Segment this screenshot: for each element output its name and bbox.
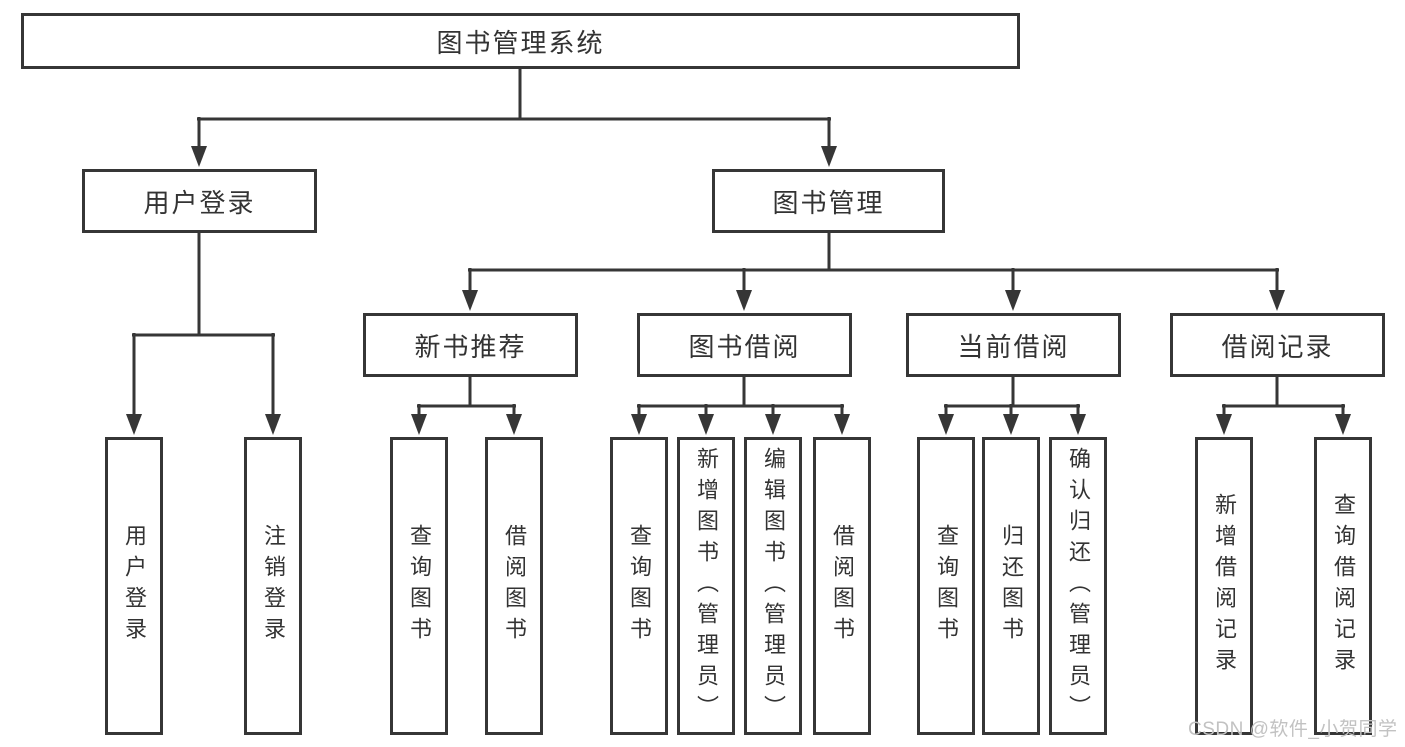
node-user-login: 用户登录 bbox=[82, 169, 317, 233]
node-label: 用户登录 bbox=[143, 187, 256, 218]
node-label: 确认归还（管理员） bbox=[1066, 446, 1091, 726]
leaf-user-login: 用户登录 bbox=[105, 437, 163, 735]
arrowhead-icon bbox=[411, 414, 427, 435]
arrowhead-icon bbox=[1070, 414, 1086, 435]
leaf-add-borrow-record: 新增借阅记录 bbox=[1195, 437, 1253, 735]
node-label: 新增借阅记录 bbox=[1212, 493, 1237, 679]
node-label: 归还图书 bbox=[999, 524, 1024, 648]
node-label: 查询图书 bbox=[934, 524, 959, 648]
leaf-return-books: 归还图书 bbox=[982, 437, 1040, 735]
node-root-library-system: 图书管理系统 bbox=[21, 13, 1020, 69]
leaf-query-books-current: 查询图书 bbox=[917, 437, 975, 735]
connector-root-branch bbox=[197, 69, 831, 150]
node-label: 图书管理 bbox=[772, 187, 885, 218]
leaf-edit-books-admin: 编辑图书（管理员） bbox=[744, 437, 802, 735]
arrowhead-icon bbox=[736, 290, 752, 311]
node-label: 借阅图书 bbox=[502, 524, 527, 648]
node-label: 注销登录 bbox=[261, 524, 286, 648]
leaf-query-borrow-record: 查询借阅记录 bbox=[1314, 437, 1372, 735]
node-book-management: 图书管理 bbox=[712, 169, 945, 233]
node-label: 查询图书 bbox=[627, 524, 652, 648]
arrowhead-icon bbox=[1269, 290, 1285, 311]
arrowhead-icon bbox=[506, 414, 522, 435]
connector-book-borrowing-branch bbox=[637, 377, 844, 418]
arrowhead-icon bbox=[191, 146, 207, 167]
connector-new-book-branch bbox=[417, 377, 516, 418]
connector-borrow-records-branch bbox=[1222, 377, 1345, 418]
node-label: 借阅图书 bbox=[830, 524, 855, 648]
leaf-add-books-admin: 新增图书（管理员） bbox=[677, 437, 735, 735]
csdn-watermark: CSDN @软件_小贺同学 bbox=[1188, 719, 1398, 740]
arrowhead-icon bbox=[1216, 414, 1232, 435]
leaf-logout: 注销登录 bbox=[244, 437, 302, 735]
node-current-borrowing: 当前借阅 bbox=[906, 313, 1121, 377]
arrowhead-icon bbox=[834, 414, 850, 435]
node-label: 借阅记录 bbox=[1221, 331, 1334, 362]
node-new-book-recommend: 新书推荐 bbox=[363, 313, 578, 377]
arrowhead-icon bbox=[821, 146, 837, 167]
arrowhead-icon bbox=[765, 414, 781, 435]
node-book-borrowing: 图书借阅 bbox=[637, 313, 852, 377]
connector-current-borrowing-branch bbox=[944, 377, 1080, 418]
arrowhead-icon bbox=[126, 414, 142, 435]
node-label: 用户登录 bbox=[122, 524, 147, 648]
arrowhead-icon bbox=[938, 414, 954, 435]
arrowhead-icon bbox=[698, 414, 714, 435]
arrowhead-icon bbox=[1005, 290, 1021, 311]
leaf-borrow-books-recommend: 借阅图书 bbox=[485, 437, 543, 735]
arrowhead-icon bbox=[1335, 414, 1351, 435]
connector-book-management-branch bbox=[468, 233, 1279, 294]
arrowhead-icon bbox=[631, 414, 647, 435]
arrowhead-icon bbox=[265, 414, 281, 435]
connector-user-login-branch bbox=[132, 233, 275, 418]
node-label: 图书管理系统 bbox=[436, 27, 605, 58]
node-label: 查询图书 bbox=[407, 524, 432, 648]
node-label: 图书借阅 bbox=[688, 331, 801, 362]
node-label: 新书推荐 bbox=[414, 331, 527, 362]
leaf-confirm-return-admin: 确认归还（管理员） bbox=[1049, 437, 1107, 735]
arrowheads bbox=[126, 146, 1351, 435]
arrowhead-icon bbox=[462, 290, 478, 311]
leaf-query-books-recommend: 查询图书 bbox=[390, 437, 448, 735]
node-label: 查询借阅记录 bbox=[1331, 493, 1356, 679]
node-label: 编辑图书（管理员） bbox=[761, 446, 786, 726]
leaf-query-books-borrowing: 查询图书 bbox=[610, 437, 668, 735]
leaf-borrow-books-borrowing: 借阅图书 bbox=[813, 437, 871, 735]
node-borrow-records: 借阅记录 bbox=[1170, 313, 1385, 377]
node-label: 当前借阅 bbox=[957, 331, 1070, 362]
node-label: 新增图书（管理员） bbox=[694, 446, 719, 726]
arrowhead-icon bbox=[1003, 414, 1019, 435]
